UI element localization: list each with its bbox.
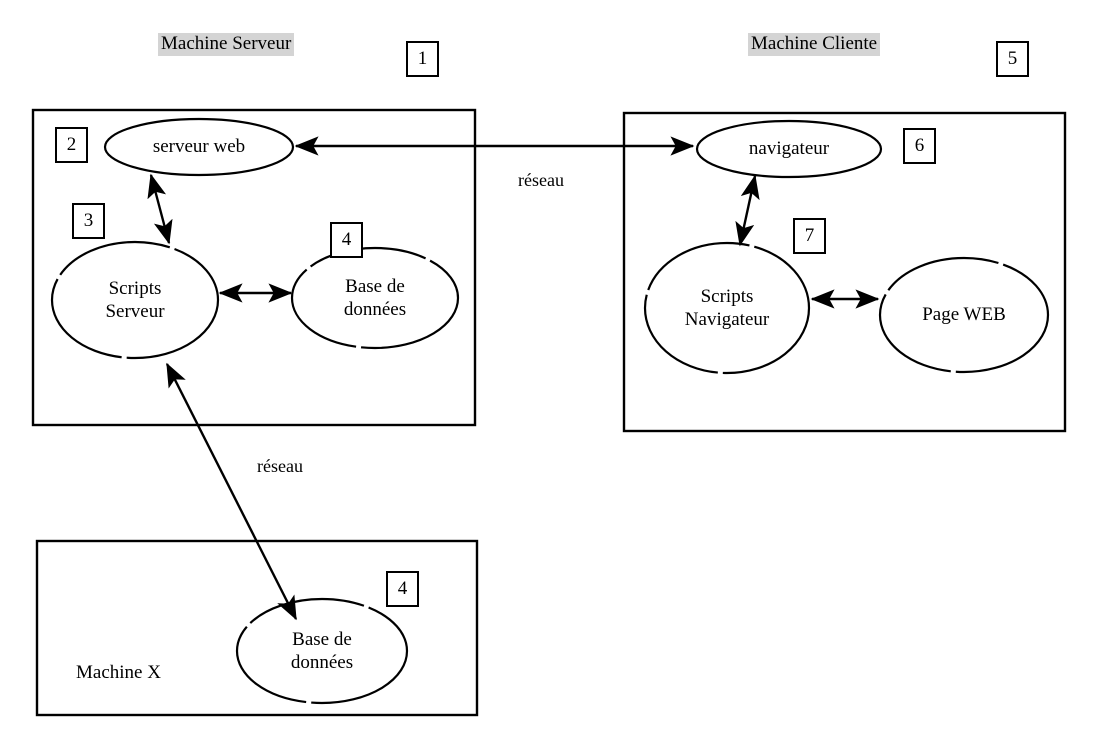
- machine-boxes-layer: [31, 108, 1067, 717]
- link-reseau-scriptsserveur-basex: [165, 362, 298, 621]
- badge-4-server: 4: [330, 222, 363, 258]
- machine-serveur-box: [31, 108, 477, 427]
- link-reseau-scriptsserveur-basex-label: réseau: [257, 456, 303, 476]
- badge-5: 5: [996, 41, 1029, 77]
- base-de-donnees-machinex-shape: [235, 597, 409, 705]
- page-web-shape: [878, 256, 1050, 374]
- server-header: Machine Serveur: [158, 33, 295, 56]
- scripts-navigateur-shape: [643, 241, 811, 375]
- link-navigateur-scriptsnavigateur: [735, 174, 760, 247]
- badge-7: 7: [793, 218, 826, 254]
- badge-3: 3: [72, 203, 105, 239]
- serveur-web-shape: [103, 117, 295, 177]
- badge-6: 6: [903, 128, 936, 164]
- link-reseau-serveur-navigateur-label: réseau: [518, 170, 564, 190]
- base-de-donnees-serveur-shape: [290, 246, 460, 350]
- client-header: Machine Cliente: [748, 33, 881, 56]
- scripts-serveur-shape: [50, 240, 220, 360]
- navigateur-shape: [695, 119, 883, 179]
- links-layer: [147, 136, 880, 621]
- machine-x-box: [35, 539, 479, 717]
- link-serveurweb-scriptsserveur: [147, 173, 173, 245]
- machine-x-box-label: Machine X: [76, 662, 161, 683]
- node-ellipses-layer: [50, 117, 1050, 705]
- badge-4-machinex: 4: [386, 571, 419, 607]
- machine-cliente-box: [622, 111, 1067, 433]
- badge-2: 2: [55, 127, 88, 163]
- badge-1: 1: [406, 41, 439, 77]
